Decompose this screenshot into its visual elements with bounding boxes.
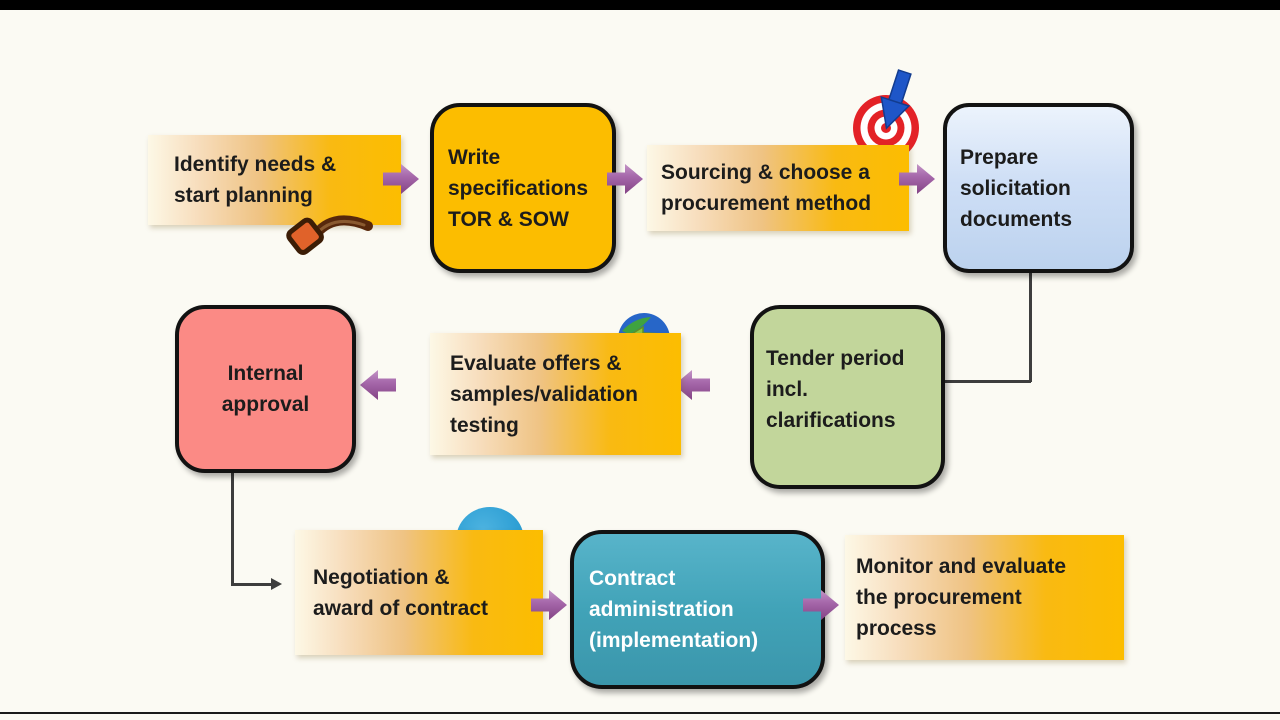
node-label: Identify needs & start planning	[174, 153, 337, 207]
node-prepare-solicitation: Prepare solicitation documents	[943, 103, 1134, 273]
node-identify-needs: Identify needs & start planning	[148, 135, 401, 225]
flow-arrow-left-icon	[360, 368, 396, 402]
bottom-frame-line	[0, 712, 1280, 714]
node-sourcing-method: Sourcing & choose a procurement method	[647, 145, 909, 231]
node-label: Tender period incl. clarifications	[766, 346, 905, 432]
target-dart-icon	[834, 68, 922, 169]
node-label: Monitor and evaluate the procurement pro…	[856, 555, 1067, 640]
connector-line	[231, 467, 234, 585]
node-label: Contract administration (implementation)	[589, 567, 759, 652]
node-contract-administration: Contract administration (implementation)	[570, 530, 825, 689]
magnifier-icon	[286, 208, 378, 263]
node-label: Evaluate offers & samples/validation tes…	[450, 351, 638, 437]
node-label: Write specifications TOR & SOW	[448, 145, 589, 231]
node-evaluate-offers: Evaluate offers & samples/validation tes…	[430, 333, 681, 455]
node-label: Internal approval	[221, 362, 310, 416]
connector-line	[231, 583, 273, 586]
node-label: Sourcing & choose a procurement method	[661, 161, 872, 215]
node-label: Negotiation & award of contract	[313, 565, 489, 620]
top-letterbox-bar	[0, 0, 1280, 10]
node-negotiation-award: Negotiation & award of contract	[295, 530, 543, 655]
node-label: Prepare solicitation documents	[960, 145, 1073, 231]
connector-line	[941, 380, 1031, 383]
node-monitor-evaluate: Monitor and evaluate the procurement pro…	[845, 535, 1124, 660]
connector-line	[1029, 266, 1032, 382]
connector-arrowhead-icon	[271, 578, 282, 590]
node-internal-approval: Internal approval	[175, 305, 356, 473]
node-write-specifications: Write specifications TOR & SOW	[430, 103, 616, 273]
node-tender-period: Tender period incl. clarifications	[750, 305, 945, 489]
